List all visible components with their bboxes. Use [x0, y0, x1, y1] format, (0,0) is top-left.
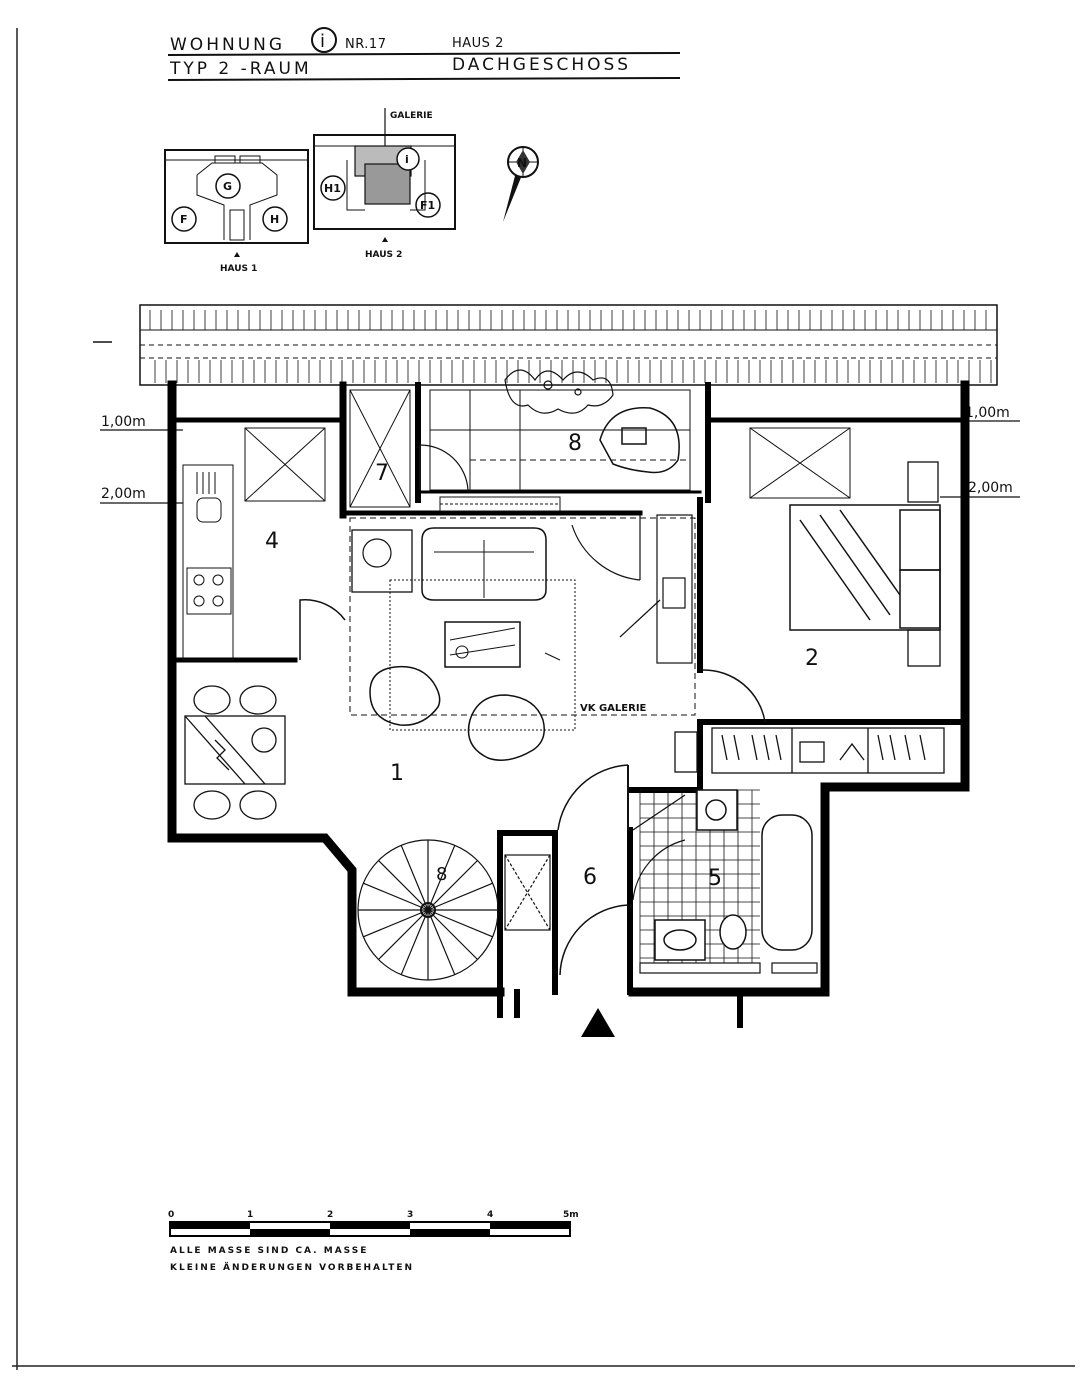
armchair-gallery-icon: [599, 407, 680, 474]
bedroom-wardrobe: [711, 727, 945, 774]
keyplan-unit-i: [396, 147, 420, 171]
unit-number: NR.17: [345, 37, 386, 52]
scale-note-2: KLEINE ÄNDERUNGEN VORBEHALTEN: [170, 1262, 414, 1273]
washbasin-icon: [654, 919, 706, 961]
room-label-7: 7: [375, 461, 389, 486]
cabinet-corridor: [674, 731, 698, 773]
room-label-4: 4: [265, 529, 279, 554]
unit-circle: [311, 27, 337, 53]
sink-icon: [196, 472, 222, 523]
spiral-stair-icon: [357, 839, 499, 981]
keyplan-haus2-label: HAUS 2: [365, 250, 402, 260]
key-plan: G F H HAUS 1 GALERIE i H1 F1 HAUS 2: [164, 108, 456, 274]
entry-door-swing-upper: [557, 764, 629, 831]
unit-letter: i: [320, 31, 325, 52]
header-rule-2: [167, 77, 681, 81]
plant-icon: [504, 369, 614, 414]
roof-tiles: [139, 304, 998, 386]
room-label-6: 6: [583, 865, 597, 890]
scale-tick-5: 5m: [563, 1210, 579, 1220]
north-label: N: [517, 156, 527, 170]
bedroom: [711, 427, 945, 774]
scale-note-1: ALLE MASSE SIND CA. MASSE: [170, 1246, 368, 1256]
keyplan-label-f1: F1: [420, 199, 435, 212]
header-rule-1: [167, 52, 681, 56]
house-label: HAUS 2: [452, 36, 504, 51]
outer-wall-bath: [628, 380, 970, 997]
keyplan-unit-h1: [320, 175, 346, 201]
scale-tick-3: 3: [407, 1210, 413, 1220]
north-arrow-icon: N: [503, 146, 539, 222]
armchair-left-icon: [369, 665, 441, 726]
title-wohnung: WOHNUNG: [170, 35, 285, 55]
keyplan-haus1-label: HAUS 1: [220, 264, 257, 274]
bedroom-door-swing: [702, 669, 766, 723]
level-right-1m: 1,00m: [965, 405, 1010, 421]
level-right-2m: 2,00m: [968, 480, 1013, 496]
level-left-1m: 1,00m: [101, 414, 146, 430]
entrance-arrow-icon: [581, 1008, 615, 1037]
keyplan-label-i: i: [405, 153, 409, 166]
type-label: TYP 2 -RAUM: [169, 59, 312, 79]
scale-bar: [169, 1221, 571, 1237]
room-label-1: 1: [390, 761, 404, 786]
living-area: [349, 517, 696, 761]
nightstand-bottom: [907, 629, 941, 667]
keyplan-unit-h: [262, 206, 288, 232]
bathroom: [639, 789, 818, 974]
room-7-skylight: [349, 389, 411, 508]
scale-tick-1: 1: [247, 1210, 253, 1220]
kitchen-door-swing: [299, 599, 346, 660]
dining-set: [184, 685, 286, 820]
keyplan-label-f: F: [180, 213, 188, 226]
washer-icon: [696, 789, 738, 831]
coffee-table-icon: [444, 621, 521, 668]
stair-label-8: 8: [436, 864, 447, 885]
scale-tick-2: 2: [327, 1210, 333, 1220]
keyplan-unit-f: [171, 206, 197, 232]
sofa-icon: [421, 527, 547, 601]
room-7-door-swing: [419, 444, 469, 491]
keyplan-haus1-outline: [164, 149, 309, 244]
bathtub-icon: [761, 814, 813, 951]
closet-corridor: [504, 854, 551, 931]
scale-tick-0: 0: [168, 1210, 174, 1220]
bath-door-swing: [632, 794, 686, 901]
kitchen: [182, 427, 326, 661]
room-label-5: 5: [708, 866, 722, 891]
side-table-plant-icon: [351, 529, 413, 593]
dining-flower-icon: [251, 727, 277, 753]
keyplan-haus2-arrow: [382, 237, 388, 242]
keyplan-label-h: H: [270, 213, 279, 226]
floor-label: DACHGESCHOSS: [452, 55, 631, 75]
keyplan-unit-f1: [415, 192, 441, 218]
keyplan-haus1-arrow: [234, 252, 240, 257]
vk-galerie-label: VK GALERIE: [580, 703, 647, 714]
level-left-2m: 2,00m: [101, 486, 146, 502]
outer-wall-left: [167, 380, 505, 997]
wardrobe-living: [571, 514, 693, 664]
keyplan-label-h1: H1: [324, 182, 341, 195]
room-label-8: 8: [568, 431, 582, 456]
room-label-2: 2: [805, 646, 819, 671]
walls: [167, 380, 970, 1028]
keyplan-unit-g: [215, 173, 241, 199]
title-block: WOHNUNG i NR.17 HAUS 2 TYP 2 -RAUM DACHG…: [167, 27, 681, 81]
keyplan-galerie-label: GALERIE: [390, 111, 433, 121]
entry-door-swing-lower: [559, 904, 629, 976]
bed-icon: [789, 504, 941, 631]
nightstand-top: [907, 461, 939, 503]
stove-icon: [186, 567, 232, 615]
toilet-icon: [719, 914, 747, 950]
scale-tick-4: 4: [487, 1210, 493, 1220]
keyplan-label-g: G: [223, 180, 232, 193]
armchair-right-icon: [467, 694, 545, 761]
